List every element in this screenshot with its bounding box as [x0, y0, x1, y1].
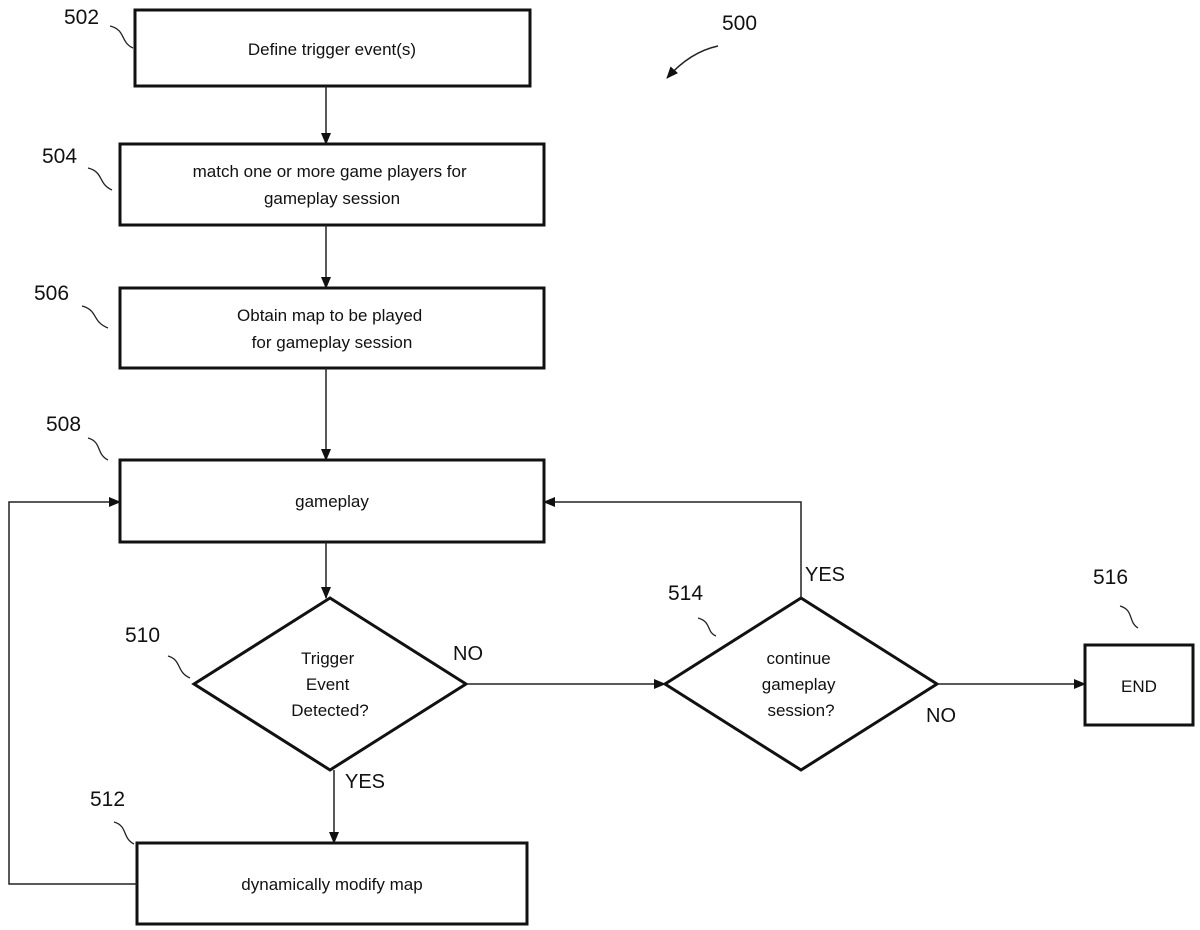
ref-502-leader	[110, 26, 133, 48]
ref-516-leader	[1120, 606, 1138, 628]
arrow-512-loop-to-508	[9, 502, 137, 884]
ref-514-leader	[698, 618, 716, 636]
figure-number-label: 500	[722, 12, 757, 35]
ref-504-label: 504	[42, 145, 77, 168]
ref-508-label: 508	[46, 413, 81, 436]
decision-510-line-1: Trigger	[301, 649, 355, 668]
step-506-box	[120, 288, 544, 368]
branch-514-yes-label: YES	[805, 564, 845, 586]
ref-514-label: 514	[668, 582, 703, 605]
branch-510-yes-label: YES	[345, 771, 385, 793]
branch-510-no-label: NO	[453, 643, 483, 665]
step-508-line-1: gameplay	[295, 492, 369, 511]
step-506-line-1: Obtain map to be played	[237, 306, 422, 325]
ref-506-leader	[82, 306, 108, 328]
ref-508-leader	[88, 438, 108, 460]
ref-512-label: 512	[90, 788, 125, 811]
decision-514-line-3: session?	[767, 701, 834, 720]
ref-510-leader	[168, 656, 190, 678]
ref-506-label: 506	[34, 282, 69, 305]
ref-512-leader	[114, 822, 134, 844]
step-506-line-2: for gameplay session	[252, 333, 413, 352]
step-508-text: gameplay	[295, 492, 369, 511]
step-504-line-1: match one or more game players for	[193, 162, 467, 181]
ref-516-label: 516	[1093, 566, 1128, 589]
step-512-line-1: dynamically modify map	[241, 875, 422, 894]
decision-514-line-1: continue	[766, 649, 830, 668]
figure-pointer-arrow	[667, 46, 718, 78]
decision-510-line-3: Detected?	[291, 701, 369, 720]
step-502-text: Define trigger event(s)	[248, 40, 416, 59]
step-516-text: END	[1121, 677, 1157, 696]
decision-514-text: continue gameplay session?	[762, 649, 840, 720]
ref-504-leader	[88, 168, 112, 190]
step-512-text: dynamically modify map	[241, 875, 422, 894]
step-504-box	[120, 144, 544, 225]
branch-514-no-label: NO	[926, 705, 956, 727]
ref-502-label: 502	[64, 6, 99, 29]
step-504-line-2: gameplay session	[264, 189, 400, 208]
step-516-line-1: END	[1121, 677, 1157, 696]
step-502-line-1: Define trigger event(s)	[248, 40, 416, 59]
ref-510-label: 510	[125, 624, 160, 647]
decision-514-line-2: gameplay	[762, 675, 836, 694]
decision-510-line-2: Event	[306, 675, 350, 694]
